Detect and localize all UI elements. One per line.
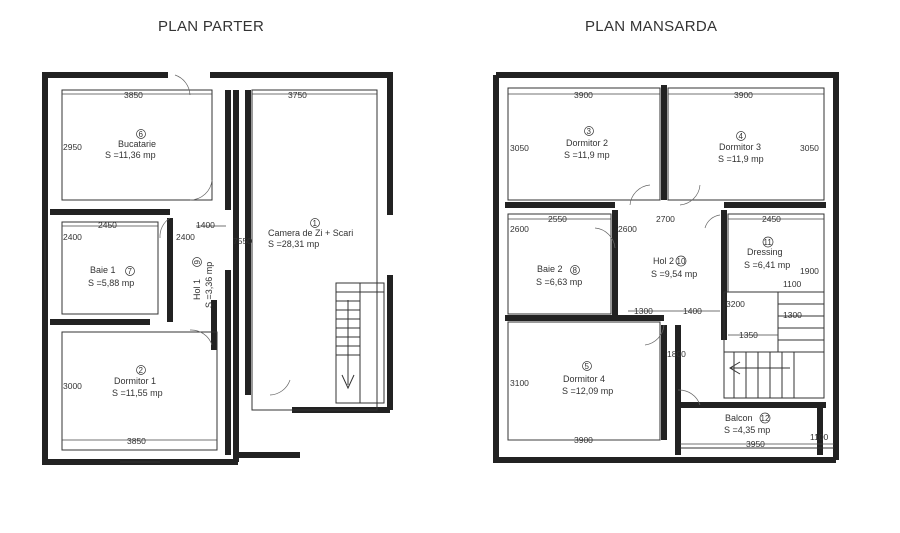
room-area: S =11,55 mp <box>112 388 163 398</box>
room-name: Hol 2 <box>653 256 674 266</box>
room-dormitor-3: 4 Dormitor 3 S =11,9 mp <box>718 131 764 164</box>
dim-label: 2450 <box>762 214 781 224</box>
room-name: Dormitor 1 <box>114 376 156 386</box>
dim-label: 2950 <box>63 142 82 152</box>
dim-label: 3950 <box>746 439 765 449</box>
room-number: 3 <box>587 127 592 136</box>
room-area: S =3,36 mp <box>204 262 214 308</box>
dim-label: 3100 <box>510 378 529 388</box>
room-hol-2: 10 Hol 2 S =9,54 mp <box>651 255 697 279</box>
room-baie-1: 7 Baie 1 S =5,88 mp <box>88 265 135 288</box>
attic-dimension-lines <box>508 93 834 445</box>
room-area: S =11,36 mp <box>105 150 156 160</box>
dim-label: 1400 <box>196 220 215 230</box>
room-area: S =11,9 mp <box>564 150 610 160</box>
room-dormitor-4: 5 Dormitor 4 S =12,09 mp <box>562 361 613 396</box>
room-area: S =6,41 mp <box>744 260 790 270</box>
attic-doors <box>594 184 721 406</box>
dim-label: 3050 <box>510 143 529 153</box>
dim-label: 3850 <box>127 436 146 446</box>
dim-label: 2550 <box>548 214 567 224</box>
room-name: Hol 1 <box>192 279 202 300</box>
dim-label: 3900 <box>574 90 593 100</box>
dim-label: 1400 <box>683 306 702 316</box>
room-number: 7 <box>128 267 133 276</box>
room-number: 11 <box>764 238 773 247</box>
attic-inner-lines <box>507 87 834 449</box>
room-number: 8 <box>573 266 578 275</box>
room-area: S =28,31 mp <box>268 239 319 249</box>
ground-doors <box>159 74 291 396</box>
room-balcon: 12 Balcon S =4,35 mp <box>724 412 771 435</box>
dim-label: 3900 <box>734 90 753 100</box>
room-area: S =11,9 mp <box>718 154 764 164</box>
room-number: 6 <box>139 130 144 139</box>
dim-label: 2600 <box>618 224 637 234</box>
dim-label: 2700 <box>656 214 675 224</box>
room-area: S =5,88 mp <box>88 278 134 288</box>
room-name: Bucatarie <box>118 139 156 149</box>
room-name: Camera de Zi + Scari <box>268 228 353 238</box>
room-dormitor-1: 2 Dormitor 1 S =11,55 mp <box>112 365 163 398</box>
ground-plan-title: PLAN PARTER <box>158 18 264 35</box>
room-area: S =9,54 mp <box>651 269 697 279</box>
dim-label: 3850 <box>124 90 143 100</box>
dim-label: 1100 <box>783 279 802 289</box>
dim-label: 3750 <box>288 90 307 100</box>
dim-label: 2400 <box>63 232 82 242</box>
room-number: 2 <box>139 366 144 375</box>
room-number: 5 <box>585 362 590 371</box>
room-name: Dormitor 2 <box>566 138 608 148</box>
room-number: 9 <box>193 260 202 265</box>
dim-label: 1300 <box>783 310 802 320</box>
ground-dimension-lines <box>62 93 377 441</box>
dim-label: 2450 <box>98 220 117 230</box>
room-name: Baie 2 <box>537 264 563 274</box>
room-baie-2: 8 Baie 2 S =6,63 mp <box>536 264 582 287</box>
room-number: 10 <box>677 257 686 266</box>
dim-label: 2600 <box>510 224 529 234</box>
dim-label: 2400 <box>176 232 195 242</box>
dim-label: 3000 <box>63 381 82 391</box>
room-dressing: 11 Dressing S =6,41 mp <box>744 236 790 270</box>
room-name: Dormitor 3 <box>719 142 761 152</box>
dim-label: 1300 <box>634 306 653 316</box>
dim-label: 1900 <box>800 266 819 276</box>
attic-plan-title: PLAN MANSARDA <box>585 18 717 35</box>
room-area: S =12,09 mp <box>562 386 613 396</box>
ground-floor-inner-lines <box>44 89 378 463</box>
room-name: Dormitor 4 <box>563 374 605 384</box>
attic-walls <box>493 72 839 463</box>
room-camera-de-zi: 1 Camera de Zi + Scari S =28,31 mp <box>268 218 353 249</box>
ground-stairs <box>335 282 385 404</box>
room-number: 4 <box>739 132 744 141</box>
room-name: Balcon <box>725 413 753 423</box>
room-number: 12 <box>761 414 770 423</box>
dim-label: 3900 <box>574 435 593 445</box>
dim-label: 1800 <box>667 349 686 359</box>
room-area: S =4,35 mp <box>724 425 770 435</box>
room-bucatarie: 6 Bucatarie S =11,36 mp <box>105 129 156 160</box>
dim-label: 1350 <box>739 330 758 340</box>
room-name: Baie 1 <box>90 265 116 275</box>
room-dormitor-2: 3 Dormitor 2 S =11,9 mp <box>564 126 610 160</box>
room-hol-1: Hol 1 S =3,36 mp 9 <box>192 257 214 308</box>
room-number: 1 <box>313 219 318 228</box>
dim-label: 7550 <box>233 236 252 246</box>
attic-stairs <box>723 291 825 399</box>
room-area: S =6,63 mp <box>536 277 582 287</box>
dim-label: 1100 <box>810 432 829 442</box>
room-name: Dressing <box>747 247 783 257</box>
dim-label: 3050 <box>800 143 819 153</box>
dim-label: 3200 <box>726 299 745 309</box>
